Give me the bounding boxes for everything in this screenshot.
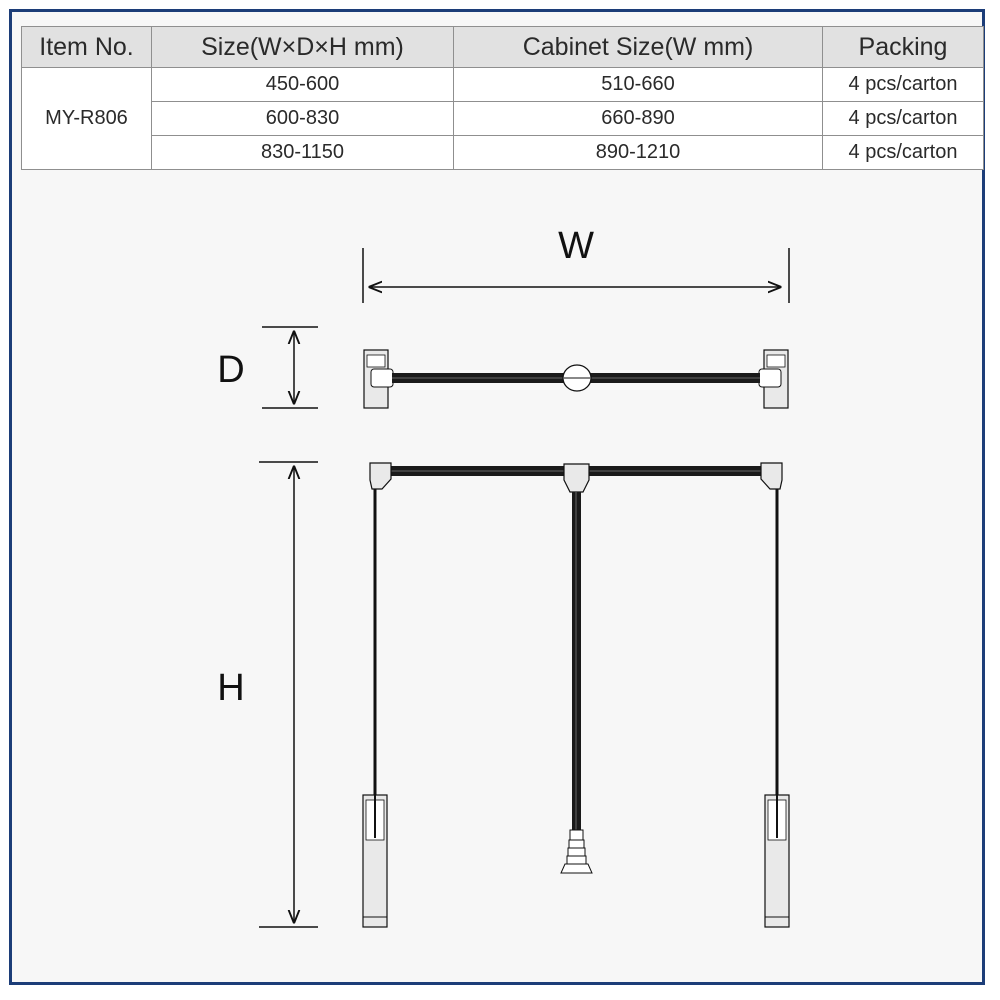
front-view-left-corner [369, 462, 392, 490]
header-packing: Packing [822, 26, 984, 68]
table-row: 600-830 660-890 4 pcs/carton [22, 101, 984, 136]
height-label: H [217, 667, 244, 709]
table-header-row: Item No. Size(W×D×H mm) Cabinet Size(W m… [21, 26, 984, 68]
cabinet-size-cell: 660-890 [453, 101, 823, 136]
cabinet-size-cell: 890-1210 [453, 135, 823, 170]
size-cell: 830-1150 [151, 135, 454, 170]
table-row: MY-R806 450-600 510-660 4 pcs/carton [21, 67, 984, 170]
depth-label: D [217, 349, 244, 391]
front-view-right-corner [760, 462, 783, 490]
front-view [362, 462, 790, 928]
item-number-cell: MY-R806 [21, 67, 152, 170]
size-cell: 600-830 [151, 101, 454, 136]
packing-cell: 4 pcs/carton [822, 101, 984, 136]
header-item-no: Item No. [21, 26, 152, 68]
front-view-handle-grip [560, 829, 593, 874]
header-size: Size(W×D×H mm) [151, 26, 454, 68]
front-view-right-cylinder [764, 794, 790, 928]
packing-cell: 4 pcs/carton [822, 67, 984, 102]
table-row: 830-1150 890-1210 4 pcs/carton [22, 135, 984, 170]
size-cell: 450-600 [151, 67, 454, 102]
cabinet-size-cell: 510-660 [453, 67, 823, 102]
front-view-left-cylinder [362, 794, 388, 928]
depth-dimension: D [217, 326, 318, 409]
height-dimension: H [217, 461, 318, 928]
packing-cell: 4 pcs/carton [822, 135, 984, 170]
width-dimension: W [362, 225, 790, 303]
top-view [363, 349, 789, 409]
front-view-center-joint [563, 463, 590, 493]
diagram-frame [9, 9, 985, 985]
width-label: W [558, 225, 594, 267]
spec-table: Item No. Size(W×D×H mm) Cabinet Size(W m… [21, 26, 984, 170]
